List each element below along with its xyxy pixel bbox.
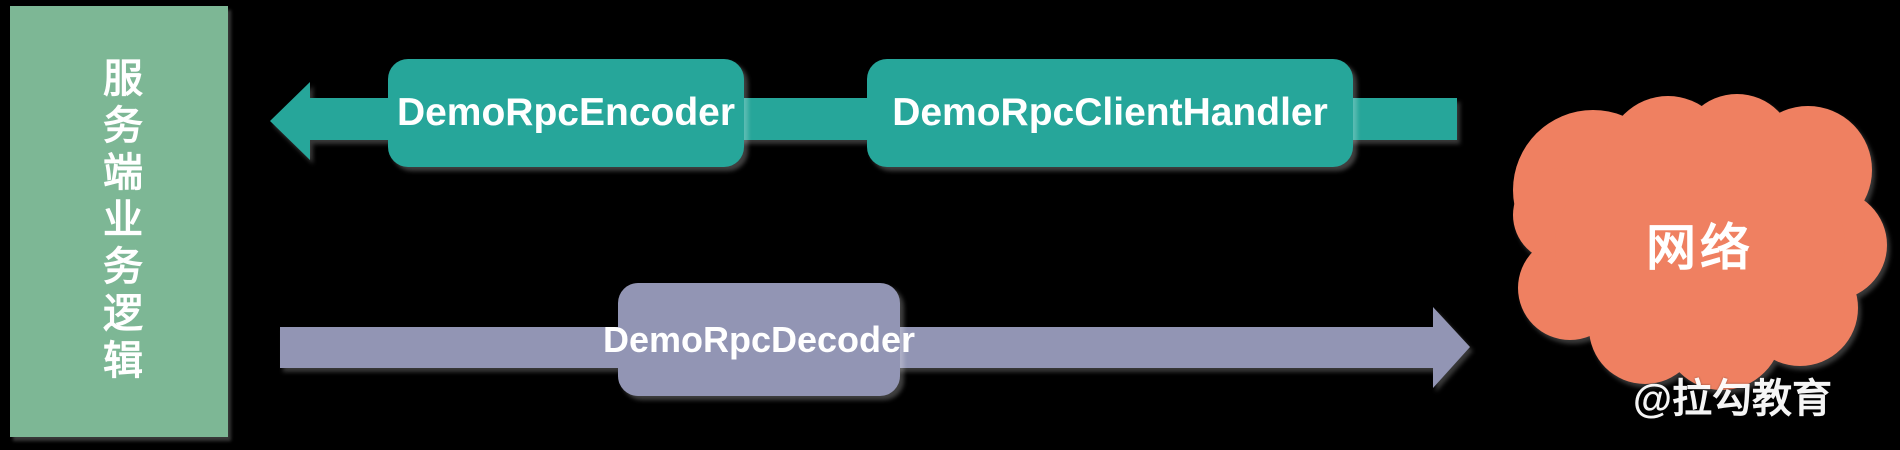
server-logic-panel: 服务端业务逻辑: [10, 6, 228, 437]
network-cloud-icon: [1513, 94, 1887, 390]
client-handler-box-label: DemoRpcClientHandler: [892, 91, 1328, 134]
encoder-box-label: DemoRpcEncoder: [396, 91, 736, 134]
decoder-box: DemoRpcDecoder: [603, 283, 915, 396]
server-logic-label: 服务端业务逻辑: [97, 57, 141, 386]
client-handler-box: DemoRpcClientHandler: [867, 59, 1353, 167]
encoder-box: DemoRpcEncoder: [388, 59, 744, 167]
decoder-box-label: DemoRpcDecoder: [602, 318, 916, 360]
network-label: 网络: [1646, 220, 1754, 276]
watermark-text: @拉勾教育: [1633, 377, 1833, 421]
